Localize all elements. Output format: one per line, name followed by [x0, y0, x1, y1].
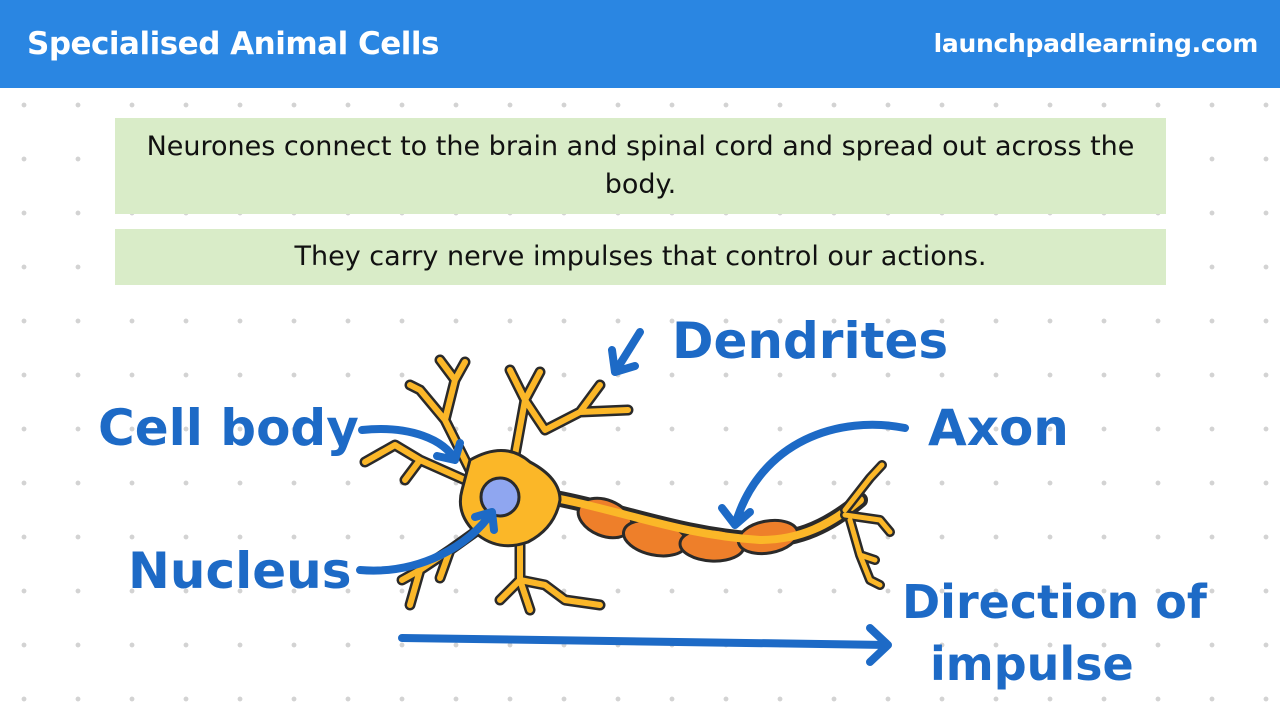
info-text-impulses: They carry nerve impulses that control o…: [294, 241, 987, 272]
neuron-cell: [359, 354, 895, 616]
arrow-axon: [718, 420, 909, 529]
label-dendrites: Dendrites: [672, 312, 948, 370]
site-name: launchpadlearning.com: [933, 29, 1259, 58]
page-title: Specialised Animal Cells: [27, 26, 439, 62]
label-axon: Axon: [928, 399, 1069, 457]
info-box-impulses: They carry nerve impulses that control o…: [115, 229, 1166, 285]
axon-terminals-fill: [842, 462, 893, 588]
label-direction-line2: impulse: [930, 637, 1134, 691]
header-bar: Specialised Animal Cells launchpadlearni…: [0, 0, 1280, 88]
label-nucleus: Nucleus: [128, 542, 352, 600]
label-direction-line1: Direction of: [902, 575, 1208, 629]
info-box-neurones: Neurones connect to the brain and spinal…: [115, 118, 1166, 214]
label-arrows: [356, 328, 909, 666]
arrow-dendrites: [608, 328, 644, 376]
arrow-direction: [398, 624, 892, 666]
dendrite-branches-fill: [362, 357, 631, 613]
label-cell-body: Cell body: [98, 399, 359, 457]
nucleus: [479, 476, 521, 518]
arrow-cell-body: [358, 425, 464, 464]
info-text-neurones: Neurones connect to the brain and spinal…: [146, 131, 1135, 200]
arrow-nucleus: [356, 508, 498, 575]
axon-core: [551, 494, 864, 544]
